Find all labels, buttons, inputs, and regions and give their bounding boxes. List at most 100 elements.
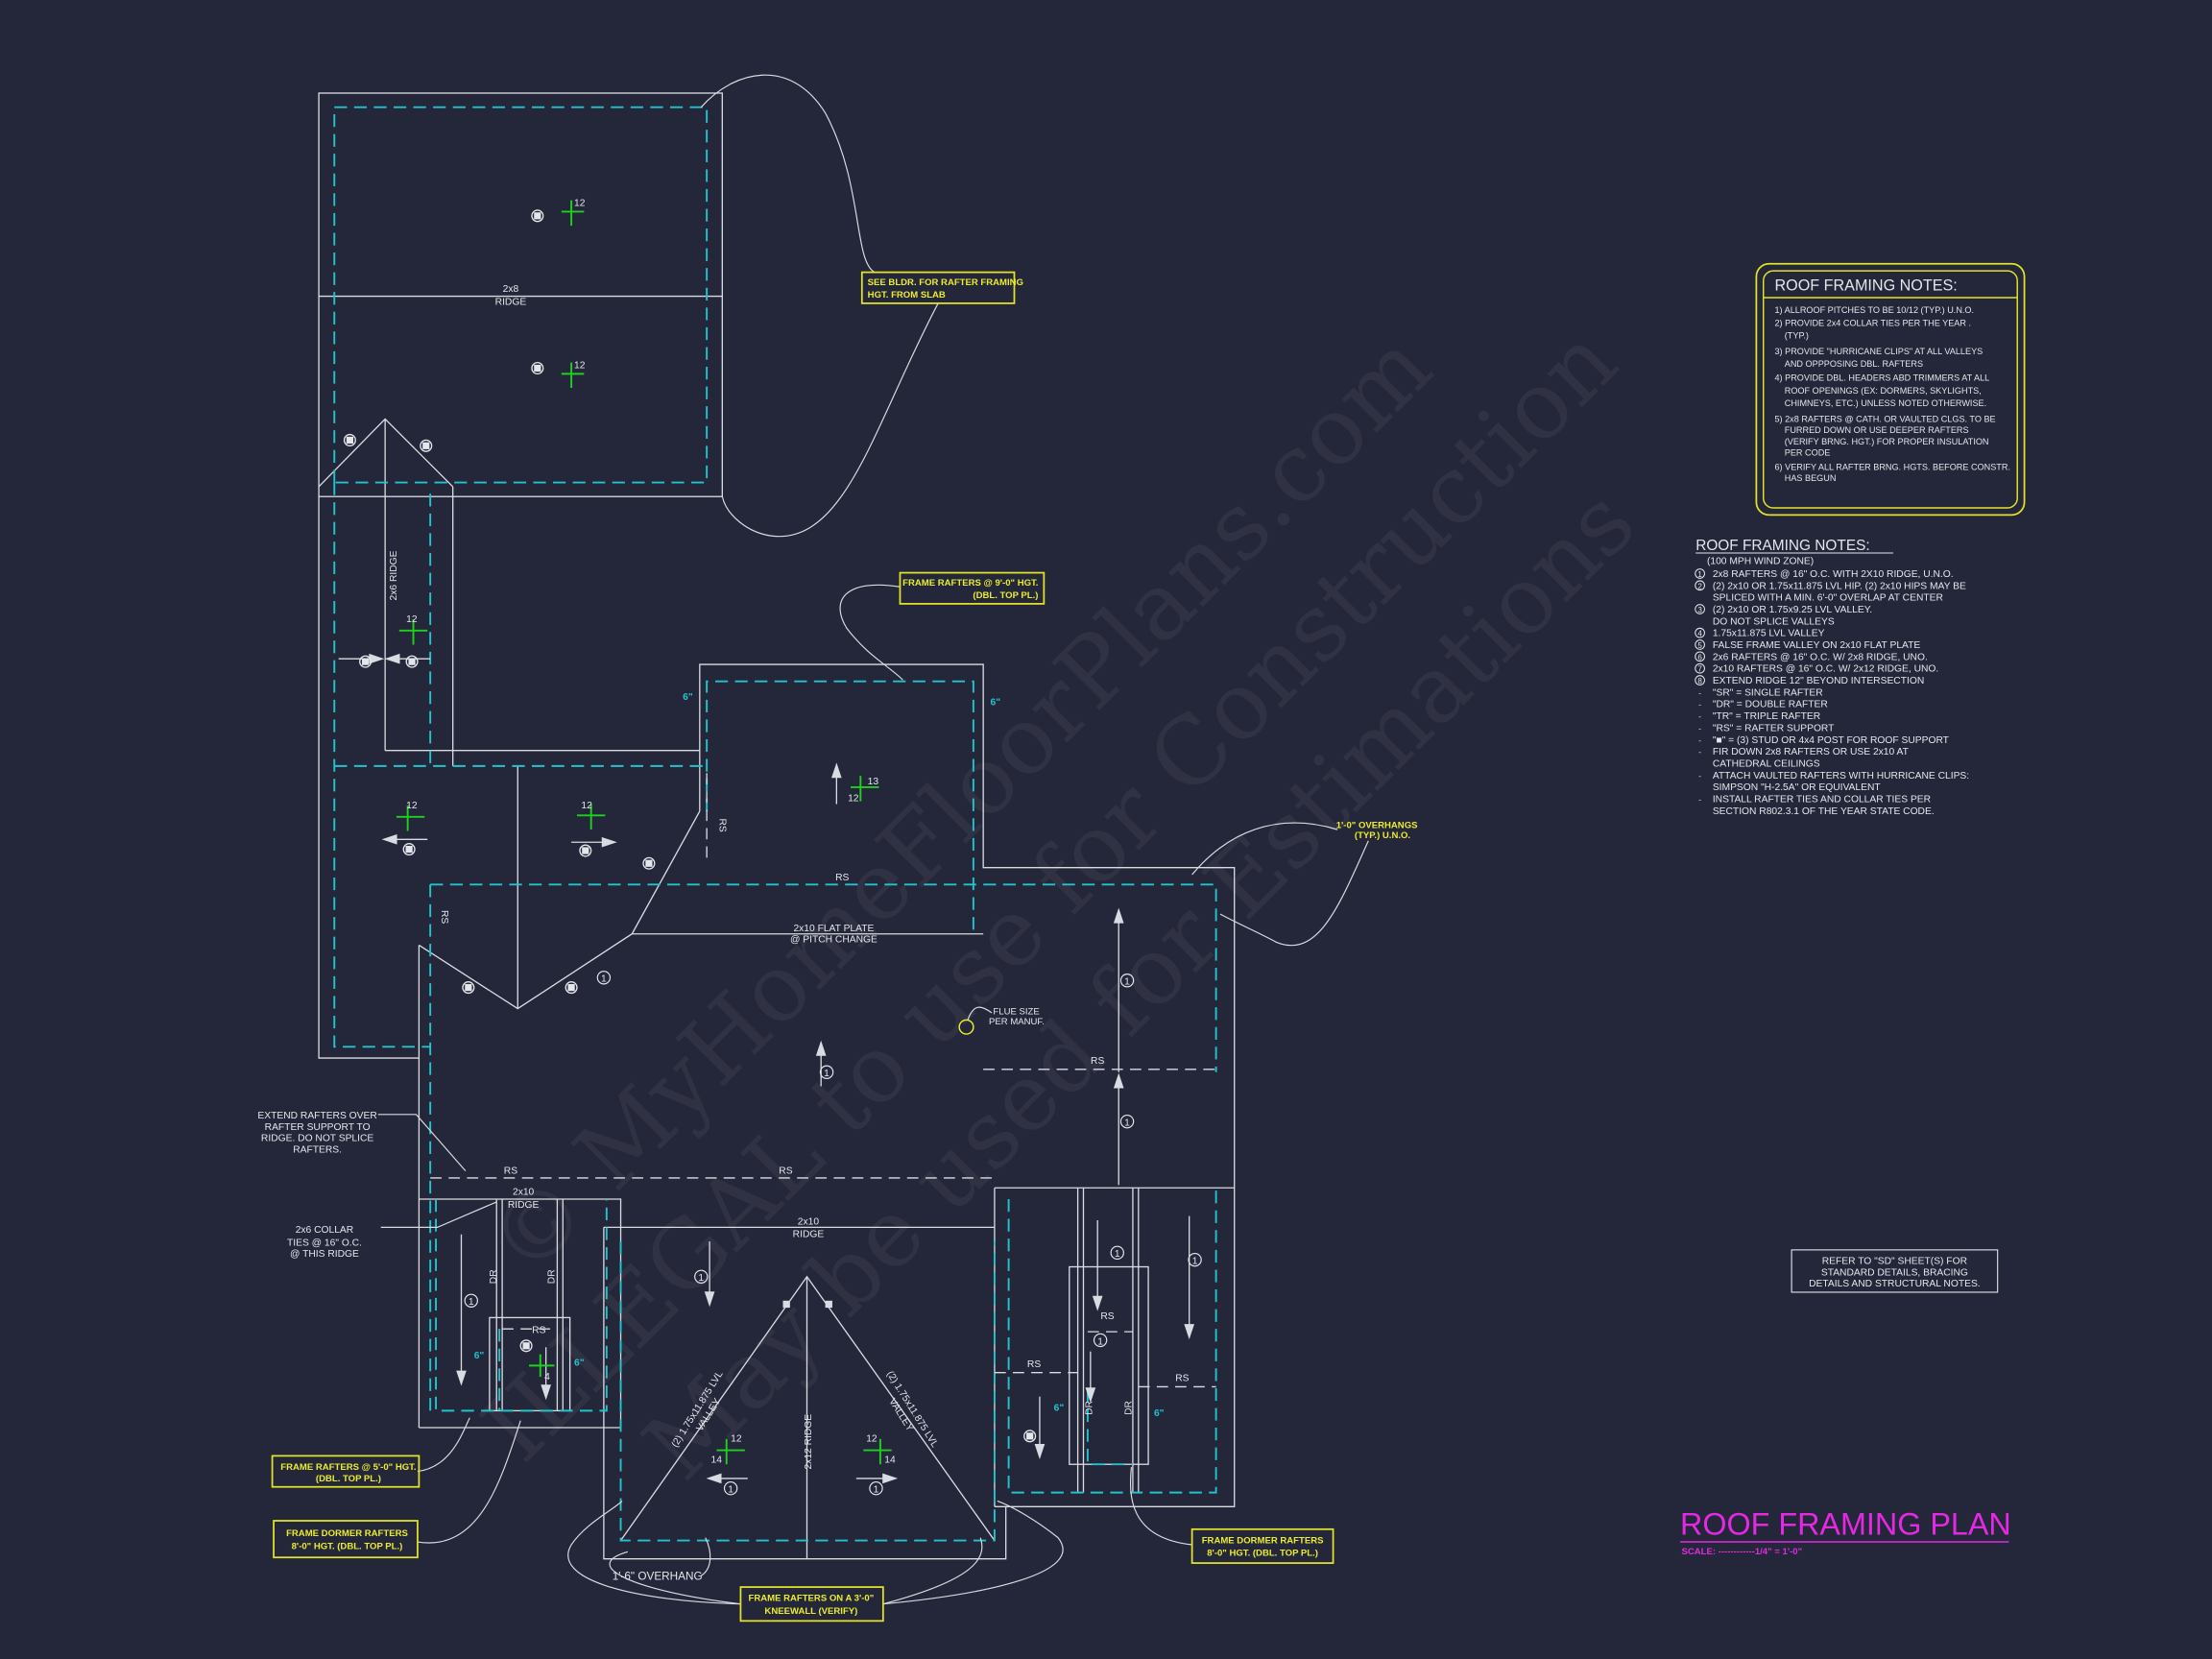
ridge-label: 2x8 (503, 284, 519, 295)
note-item: (2) 2x10 OR 1.75x9.25 LVL VALLEY. (1713, 605, 1872, 615)
note-marker-1: 1 (1119, 974, 1135, 988)
note-item: "TR" = TRIPLE RAFTER (1713, 711, 1820, 722)
svg-text:1: 1 (824, 1069, 830, 1079)
note-marker: 1 (1697, 570, 1702, 579)
rs-label: RS (779, 1166, 792, 1177)
note-item: "RS" = RAFTER SUPPORT (1713, 723, 1835, 733)
dr-label: DR (546, 1269, 557, 1284)
svg-text:ROOF OPENINGS (EX: DORMERS, SK: ROOF OPENINGS (EX: DORMERS, SKYLIGHTS, (1785, 386, 1982, 396)
dimension-label: 6" (1054, 1403, 1065, 1413)
note-marker: - (1698, 688, 1701, 697)
svg-text:14: 14 (884, 1455, 896, 1466)
note-marker-circle (1695, 651, 1705, 662)
post-icon (642, 856, 656, 870)
svg-text:1: 1 (469, 1297, 474, 1308)
note-marker-1: 1 (869, 1481, 883, 1496)
callout-extend-rafters: EXTEND RAFTERS OVER RAFTER SUPPORT TO RI… (257, 1111, 376, 1155)
note-marker-circle (1695, 580, 1705, 591)
roof-outline (318, 92, 1236, 1560)
note-marker: 7 (1697, 665, 1702, 674)
svg-text:1: 1 (874, 1485, 879, 1496)
dimension-label: 6" (574, 1358, 585, 1368)
pitch-symbol: 12 (398, 614, 428, 645)
note-marker: 5 (1697, 641, 1702, 650)
callout-frame-9ft: FRAME RAFTERS @ 9'-0" HGT. (DBL. TOP PL.… (899, 571, 1046, 605)
svg-text:RAFTER SUPPORT TO: RAFTER SUPPORT TO (265, 1122, 371, 1133)
dr-label: DR (1084, 1401, 1094, 1415)
note-item: SIMPSON "H-2.5A" OR EQUIVALENT (1713, 782, 1882, 793)
svg-text:5) 2x8 RAFTERS @ CATH. OR VAUL: 5) 2x8 RAFTERS @ CATH. OR VAULTED CLGS. … (1774, 414, 1995, 423)
note-item: 1.75x11.875 LVL VALLEY (1713, 629, 1825, 639)
svg-text:12: 12 (574, 199, 586, 209)
svg-text:1: 1 (698, 1273, 704, 1284)
wall-line-dashed (333, 106, 1217, 1542)
note-item: SECTION R802.3.1 OF THE YEAR STATE CODE. (1713, 806, 1935, 817)
svg-text:12: 12 (848, 794, 859, 805)
svg-text:FRAME RAFTERS @ 5'-0" HGT.: FRAME RAFTERS @ 5'-0" HGT. (280, 1462, 416, 1473)
svg-text:6) VERIFY ALL RAFTER BRNG. HGT: 6) VERIFY ALL RAFTER BRNG. HGTS. BEFORE … (1774, 462, 2010, 471)
svg-text:1: 1 (1192, 1257, 1198, 1267)
note-item: CATHEDRAL CEILINGS (1713, 758, 1820, 769)
svg-text:CHIMNEYS, ETC.) UNLESS NOTED O: CHIMNEYS, ETC.) UNLESS NOTED OTHERWISE. (1785, 398, 1986, 408)
note-marker: 8 (1697, 677, 1702, 685)
pitch-symbol: 12 (561, 199, 586, 227)
post-icon (531, 209, 544, 223)
rs-label: RS (439, 910, 449, 924)
svg-text:12: 12 (574, 361, 586, 372)
callout-overhang-typ: 1'-0" OVERHANGS (TYP.) U.N.O. (1336, 821, 1418, 841)
pitch-symbol: 4 (529, 1354, 555, 1382)
svg-text:FRAME DORMER RAFTERS: FRAME DORMER RAFTERS (286, 1528, 408, 1539)
notes-list-title: ROOF FRAMING NOTES: (1695, 538, 1869, 554)
note-marker: - (1698, 712, 1701, 721)
pitch-symbol: 12 (576, 801, 606, 830)
reference-note: REFER TO "SD" SHEET(S) FOR STANDARD DETA… (1791, 1249, 1999, 1293)
post-icon (462, 981, 475, 995)
svg-text:1: 1 (1097, 1336, 1103, 1347)
ridge-label: 2x10 (798, 1216, 820, 1227)
note-markers: 1 1 1 1 1 1 1 1 1 1 1 (464, 971, 1202, 1496)
note-item: "SR" = SINGLE RAFTER (1713, 687, 1823, 698)
svg-text:FLUE SIZE: FLUE SIZE (993, 1006, 1039, 1017)
svg-text:1: 1 (601, 974, 607, 985)
callout-overhang-18: 1'-6" OVERHANG (613, 1571, 703, 1583)
note-item: 2x8 RAFTERS @ 16" O.C. WITH 2X10 RIDGE, … (1713, 569, 1954, 580)
post-icon (343, 433, 356, 446)
note-item: (2) 2x10 OR 1.75x11.875 LVL HIP. (2) 2x1… (1713, 581, 1966, 591)
pitch-symbol: 12 (561, 361, 586, 389)
scale-text: SCALE: ------------1/4" = 1'-0" (1682, 1547, 1803, 1557)
svg-text:RAFTERS.: RAFTERS. (293, 1144, 342, 1155)
note-item: SPLICED WITH A MIN. 6'-0" OVERLAP AT CEN… (1713, 593, 1943, 604)
drawing-title: ROOF FRAMING PLAN SCALE: ------------1/4… (1680, 1507, 2011, 1558)
svg-text:(VERIFY BRNG. HGT.) FOR PROPER: (VERIFY BRNG. HGT.) FOR PROPER INSULATIO… (1785, 437, 1989, 446)
note-marker-circle (1695, 675, 1705, 685)
svg-text:1: 1 (1124, 977, 1130, 988)
svg-text:FRAME RAFTERS @ 9'-0" HGT.: FRAME RAFTERS @ 9'-0" HGT. (902, 578, 1038, 589)
note-item: EXTEND RIDGE 12" BEYOND INTERSECTION (1713, 676, 1924, 686)
ridge-label: RIDGE (495, 297, 527, 307)
post-icon (359, 655, 373, 668)
dr-label: DR (489, 1269, 499, 1284)
pitch-symbol: 12 (396, 801, 425, 831)
rs-label: RS (532, 1326, 545, 1336)
svg-text:3) PROVIDE "HURRICANE CLIPS" A: 3) PROVIDE "HURRICANE CLIPS" AT ALL VALL… (1774, 347, 1983, 356)
svg-text:13: 13 (868, 777, 879, 787)
svg-text:8'-0" HGT. (DBL. TOP PL.): 8'-0" HGT. (DBL. TOP PL.) (292, 1541, 403, 1551)
dimension-label: 6" (683, 692, 693, 703)
rs-label: RS (1027, 1359, 1041, 1370)
rafter-support-lines (430, 773, 1216, 1388)
ridge-label: RIDGE (793, 1230, 825, 1240)
svg-text:4) PROVIDE DBL. HEADERS ABD TR: 4) PROVIDE DBL. HEADERS ABD TRIMMERS AT … (1774, 373, 1989, 383)
note-marker: - (1698, 736, 1701, 745)
pitch-symbol: 13 12 (848, 776, 879, 805)
callout-frame-5ft: FRAME RAFTERS @ 5'-0" HGT. (DBL. TOP PL.… (271, 1455, 421, 1488)
svg-text:TIES @ 16" O.C.: TIES @ 16" O.C. (287, 1238, 362, 1248)
dr-label: DR (1123, 1401, 1134, 1415)
note-marker: 6 (1697, 653, 1702, 661)
svg-text:12: 12 (406, 614, 418, 625)
flat-plate-label: @ PITCH CHANGE (790, 935, 878, 946)
svg-text:FRAME RAFTERS ON A 3'-0": FRAME RAFTERS ON A 3'-0" (749, 1594, 875, 1604)
callout-flue: FLUE SIZE PER MANUF. (989, 1006, 1045, 1026)
